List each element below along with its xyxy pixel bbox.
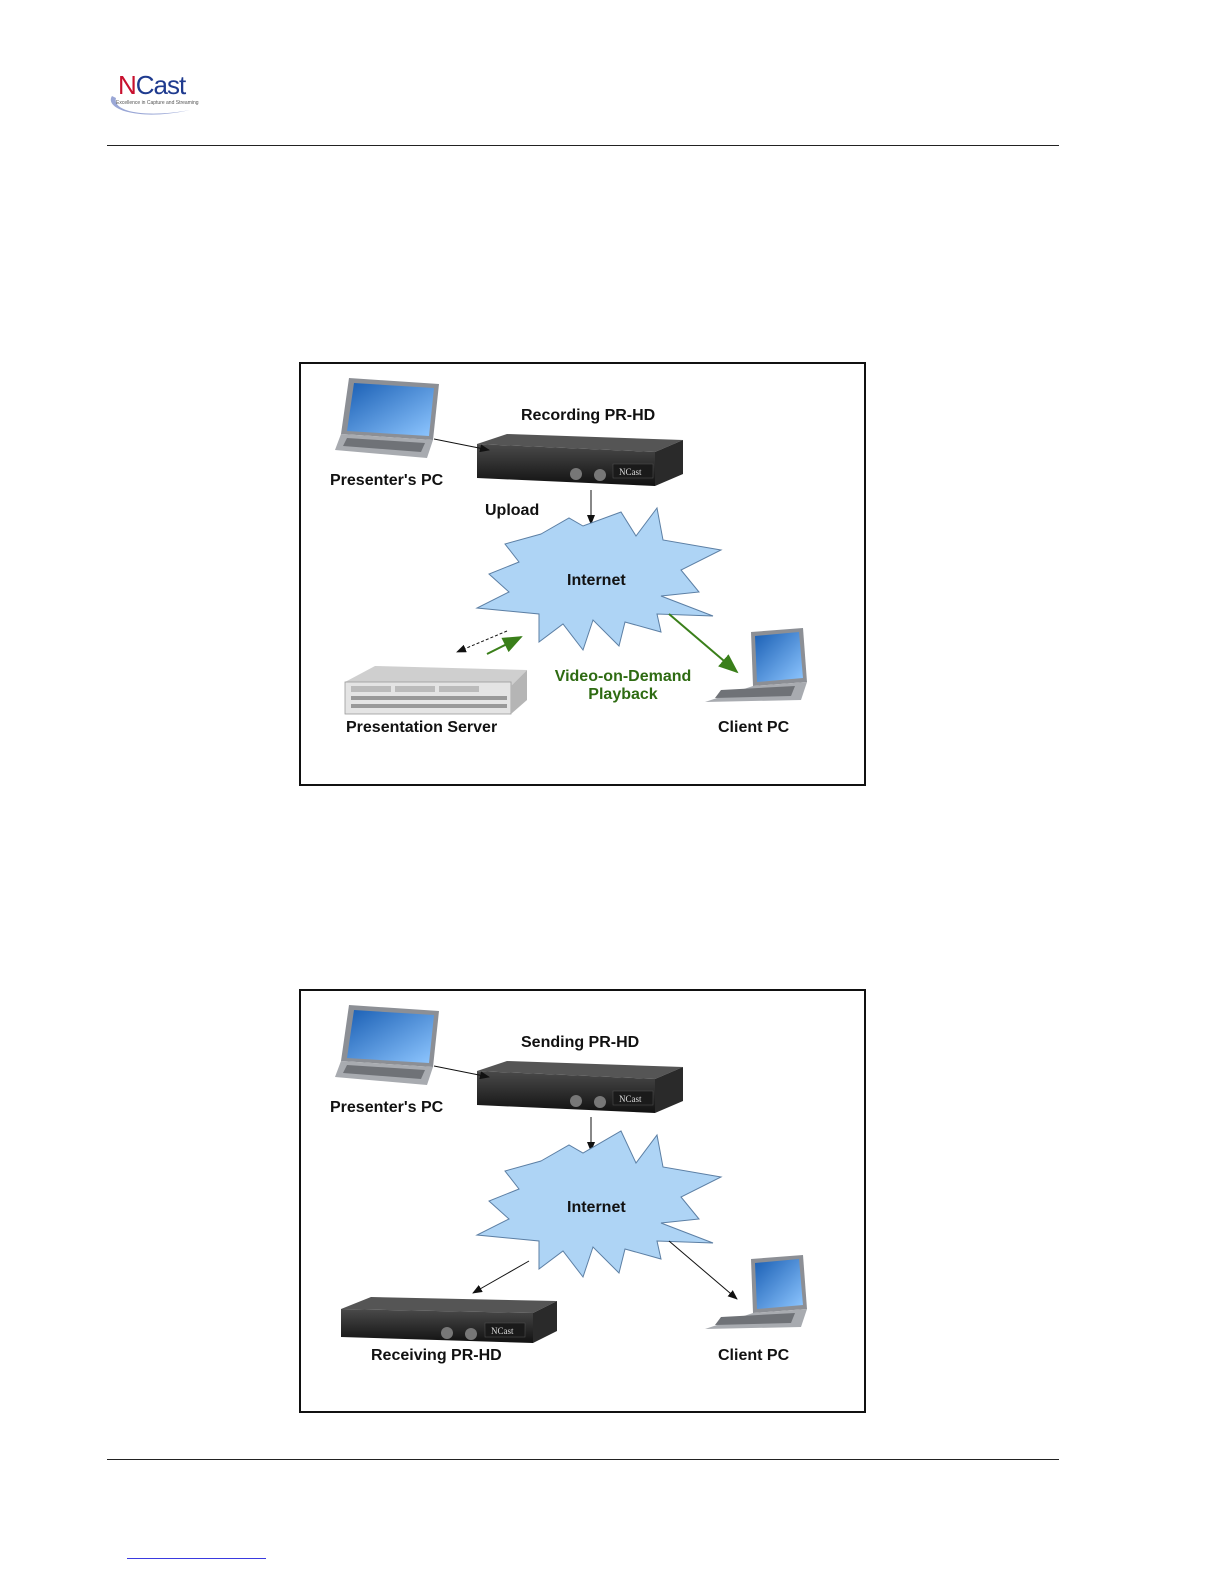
client-pc-label: Client PC bbox=[718, 1347, 789, 1365]
ncast-logo: NCast Excellence in Capture and Streamin… bbox=[106, 70, 196, 116]
header-rule bbox=[107, 145, 1059, 146]
client-laptop-icon bbox=[705, 1255, 807, 1329]
receiving-pr-hd-label: Receiving PR-HD bbox=[371, 1347, 502, 1365]
internet-label: Internet bbox=[567, 572, 626, 590]
vod-line1: Video-on-Demand bbox=[543, 668, 703, 686]
presentation-server-icon bbox=[345, 666, 527, 714]
logo-tagline: Excellence in Capture and Streaming bbox=[116, 100, 199, 106]
footer-link-underline[interactable] bbox=[127, 1558, 266, 1559]
diagram-live-streaming: NCast NCast Sending PR-HD Presenter's PC bbox=[299, 989, 866, 1413]
device-brand-text: NCast bbox=[491, 1326, 514, 1336]
presentation-server-label: Presentation Server bbox=[346, 719, 497, 737]
internet-to-receiver-arrow bbox=[473, 1261, 529, 1293]
sending-pr-hd-icon: NCast bbox=[477, 1061, 683, 1113]
device-brand-text: NCast bbox=[619, 1094, 642, 1104]
footer-rule bbox=[107, 1459, 1059, 1460]
logo-wordmark: NCast bbox=[118, 70, 185, 100]
receiving-pr-hd-icon: NCast bbox=[341, 1297, 557, 1343]
playback-arrow-client bbox=[669, 614, 737, 672]
presenter-pc-label: Presenter's PC bbox=[330, 1099, 443, 1117]
upload-label: Upload bbox=[485, 502, 539, 520]
client-laptop-icon bbox=[705, 628, 807, 702]
client-pc-label: Client PC bbox=[718, 719, 789, 737]
presenter-laptop-icon bbox=[335, 1005, 439, 1085]
recording-pr-hd-label: Recording PR-HD bbox=[521, 407, 655, 425]
diagram-video-on-demand: NCast Reco bbox=[299, 362, 866, 786]
vod-line2: Playback bbox=[543, 686, 703, 704]
presenter-pc-label: Presenter's PC bbox=[330, 472, 443, 490]
internet-to-client-arrow bbox=[669, 1241, 737, 1299]
device-brand-text: NCast bbox=[619, 467, 642, 477]
recording-pr-hd-icon: NCast bbox=[477, 434, 683, 486]
playback-arrow-server bbox=[487, 637, 521, 654]
internet-label: Internet bbox=[567, 1199, 626, 1217]
presenter-laptop-icon bbox=[335, 378, 439, 458]
sending-pr-hd-label: Sending PR-HD bbox=[521, 1034, 639, 1052]
vod-playback-label: Video-on-Demand Playback bbox=[543, 668, 703, 704]
